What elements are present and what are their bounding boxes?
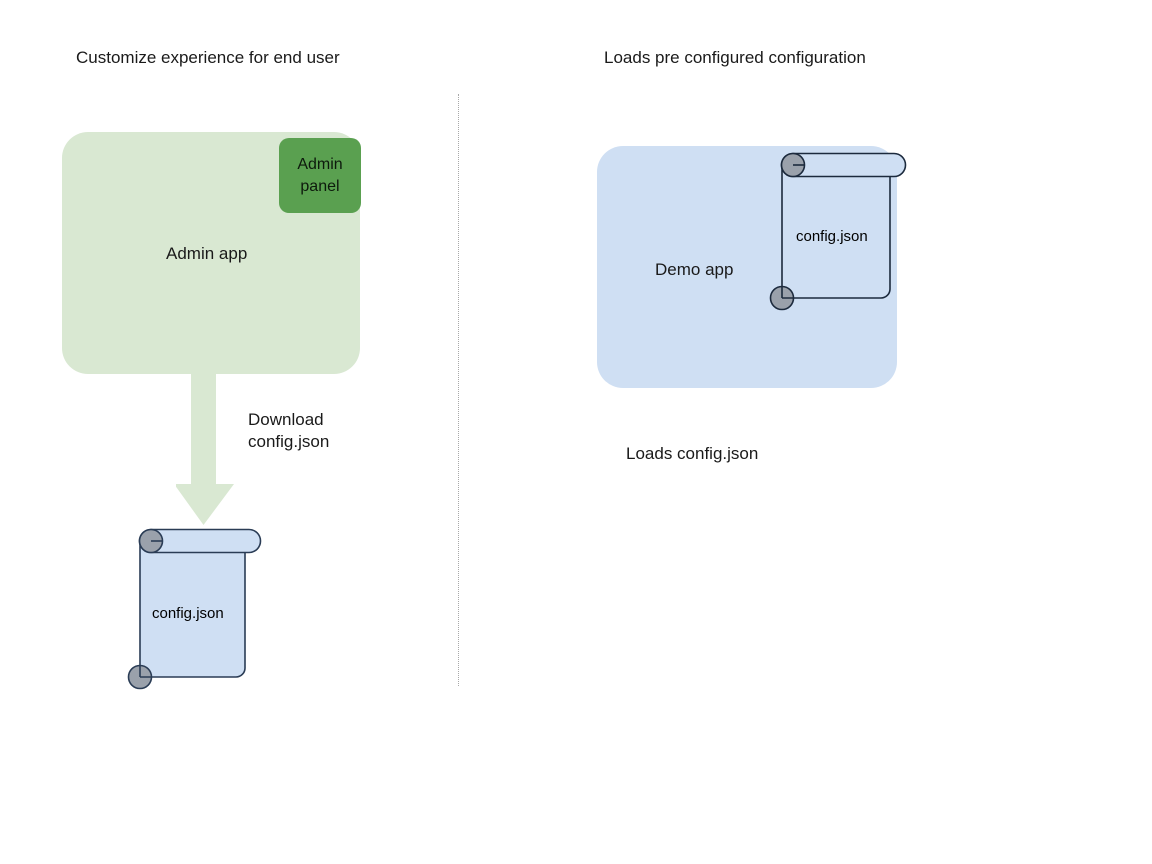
- column-divider: [458, 94, 459, 686]
- right-column-title: Loads pre configured configuration: [604, 48, 866, 67]
- admin-panel-label-line2: panel: [300, 177, 340, 195]
- loads-config-caption: Loads config.json: [626, 444, 759, 463]
- download-label-line1: Download: [248, 410, 324, 429]
- download-arrow-label: Download config.json: [248, 409, 329, 453]
- admin-panel-chip[interactable]: Admin panel: [279, 138, 361, 213]
- download-arrow: [176, 372, 236, 528]
- download-label-line2: config.json: [248, 432, 330, 451]
- config-json-label-right: config.json: [796, 228, 868, 245]
- config-json-document-right[interactable]: [769, 152, 910, 311]
- demo-app-label: Demo app: [655, 260, 734, 279]
- admin-panel-label: Admin panel: [297, 154, 342, 198]
- admin-panel-label-line1: Admin: [297, 155, 343, 173]
- admin-app-label: Admin app: [166, 244, 248, 263]
- config-json-label-left: config.json: [152, 605, 224, 622]
- left-column-title: Customize experience for end user: [76, 48, 340, 67]
- config-json-document-left[interactable]: [120, 528, 265, 690]
